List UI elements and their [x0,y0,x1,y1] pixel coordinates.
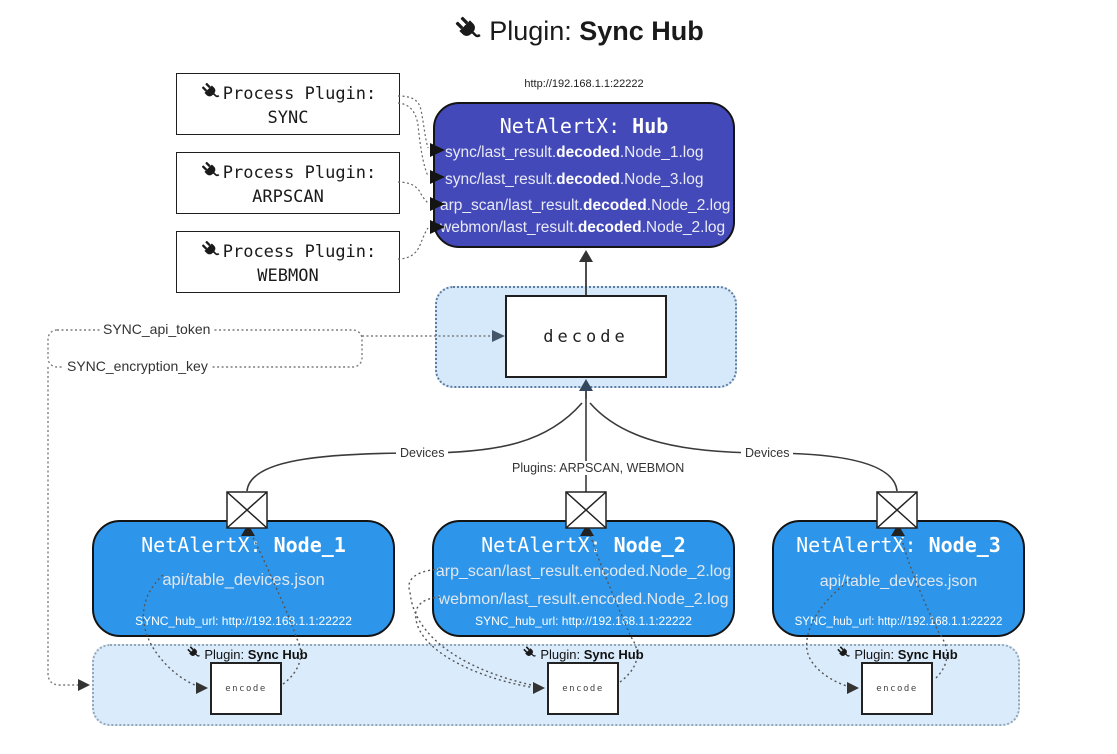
process-plugin-name: SYNC [267,107,309,128]
node-title: NetAlertX: Node_2 [481,533,686,557]
plug-icon [453,14,483,49]
plug-icon [200,160,221,186]
devices-edges [246,399,898,492]
hub-url-label: http://192.168.1.1:22222 [524,78,644,90]
netalertx-hub-box: NetAlertX: Hub sync/last_result.decoded.… [433,102,735,248]
plug-icon [200,81,221,107]
hub-file-line: sync/last_result.decoded.Node_1.log [445,144,704,161]
plugins-edge-label: Plugins: ARPSCAN, WEBMON [508,461,689,475]
devices-edge-label-left: Devices [396,446,449,460]
process-plugin-sync-box: Process Plugin: SYNC [176,73,400,135]
node-file-line: arp_scan/last_result.encoded.Node_2.log [435,563,732,580]
node-hub-url: SYNC_hub_url: http://192.168.1.1:22222 [794,616,1003,628]
band-plugin-label: Plugin: Sync Hub [503,645,663,663]
plugin-to-hub-connectors [397,95,429,260]
sync-encryption-key-label: SYNC_encryption_key [64,358,211,374]
sync-api-token-label: SYNC_api_token [100,321,214,337]
page-title: Plugin: Sync Hub [0,14,1117,49]
plug-icon [522,645,537,663]
decode-box: decode [505,295,667,378]
hub-title: NetAlertX: Hub [499,114,669,138]
process-plugin-label: Process Plugin: [222,162,377,183]
plug-icon [200,239,221,265]
node-title: NetAlertX: Node_1 [141,533,346,557]
process-plugin-label: Process Plugin: [222,83,377,104]
node-file-line: api/table_devices.json [162,571,325,589]
band-plugin-label: Plugin: Sync Hub [817,645,977,663]
process-plugin-arpscan-box: Process Plugin: ARPSCAN [176,152,400,214]
process-plugin-webmon-box: Process Plugin: WEBMON [176,231,400,293]
plug-icon [186,645,201,663]
hub-file-line: sync/last_result.decoded.Node_3.log [445,171,704,188]
hub-file-line: webmon/last_result.decoded.Node_2.log [440,219,726,236]
devices-edge-label-right: Devices [741,446,794,460]
process-plugin-name: WEBMON [257,265,319,286]
node-hub-url: SYNC_hub_url: http://192.168.1.1:22222 [135,614,352,628]
process-plugin-name: ARPSCAN [252,186,324,207]
encode-box-node2: encode [547,662,619,715]
band-plugin-label: Plugin: Sync Hub [167,645,327,663]
process-plugin-label: Process Plugin: [222,241,377,262]
hub-file-line: arp_scan/last_result.decoded.Node_2.log [440,197,731,214]
encode-box-node3: encode [861,662,933,715]
arrowhead-up [579,250,593,262]
node-title: NetAlertX: Node_3 [796,533,1001,557]
netalertx-node2-box: NetAlertX: Node_2 arp_scan/last_result.e… [432,520,735,637]
page-title-text: Plugin: Sync Hub [489,16,704,46]
arrowhead-into-band [78,679,90,691]
node-hub-url: SYNC_hub_url: http://192.168.1.1:22222 [475,614,692,628]
plug-icon [836,645,851,663]
netalertx-node3-box: NetAlertX: Node_3 api/table_devices.json… [772,520,1025,637]
node-file-line: webmon/last_result.encoded.Node_2.log [438,591,729,608]
encode-box-node1: encode [210,662,282,715]
netalertx-node1-box: NetAlertX: Node_1 api/table_devices.json… [92,520,395,637]
node-file-line: api/table_devices.json [819,573,978,590]
